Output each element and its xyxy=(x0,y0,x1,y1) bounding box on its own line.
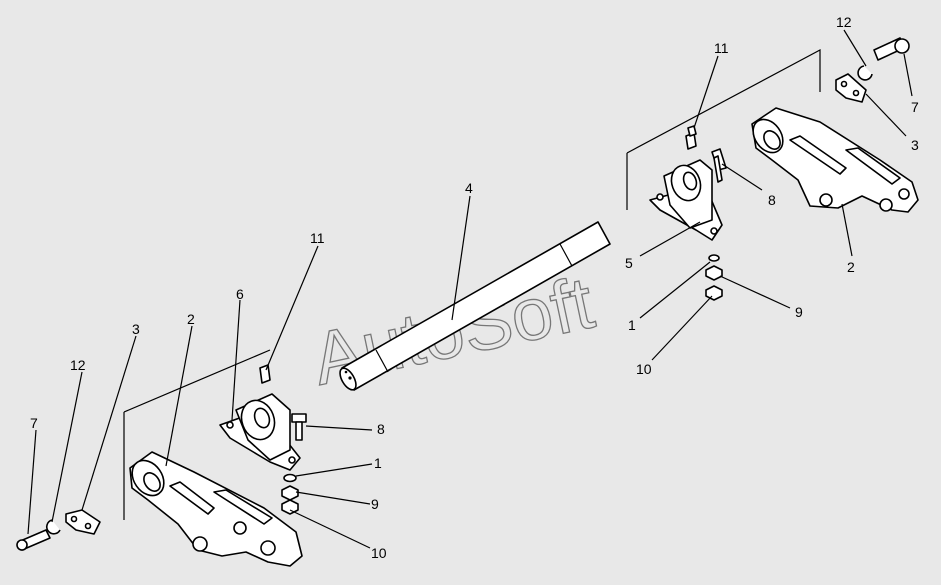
left-bearing-bracket xyxy=(219,393,301,471)
right-plate xyxy=(835,65,873,103)
callout-left-7: 7 xyxy=(30,415,38,431)
leader-lines xyxy=(27,29,913,549)
callout-left-11: 11 xyxy=(310,230,325,246)
shaft xyxy=(339,221,611,391)
callout-left-8: 8 xyxy=(377,421,385,437)
callout-right-11: 11 xyxy=(714,40,729,56)
callout-right-9: 9 xyxy=(795,304,803,320)
callout-shaft-4: 4 xyxy=(465,180,473,196)
callout-labels: 12 7 3 11 8 2 5 1 9 10 4 11 6 2 3 12 7 8… xyxy=(30,14,919,561)
callout-right-3: 3 xyxy=(911,137,919,153)
right-arm xyxy=(751,107,919,213)
right-washers-nuts xyxy=(705,254,723,301)
right-bearing-bracket xyxy=(649,159,723,241)
callout-left-10: 10 xyxy=(371,545,387,561)
callout-right-5: 5 xyxy=(625,255,633,271)
left-bolts xyxy=(16,364,307,551)
callout-left-1: 1 xyxy=(374,455,382,471)
callout-right-10: 10 xyxy=(636,361,652,377)
callout-right-8: 8 xyxy=(768,192,776,208)
callout-left-3: 3 xyxy=(132,321,140,337)
callout-left-12: 12 xyxy=(70,357,86,373)
assembly-frame-lines xyxy=(123,48,821,520)
callout-left-9: 9 xyxy=(371,496,379,512)
callout-right-2: 2 xyxy=(847,259,855,275)
callout-left-6: 6 xyxy=(236,286,244,302)
left-washers-nuts xyxy=(281,473,299,515)
callout-right-7: 7 xyxy=(911,99,919,115)
left-arm xyxy=(129,451,303,567)
callout-right-1: 1 xyxy=(628,317,636,333)
callout-right-12: 12 xyxy=(836,14,852,30)
left-plate xyxy=(46,509,101,535)
callout-left-2: 2 xyxy=(187,311,195,327)
